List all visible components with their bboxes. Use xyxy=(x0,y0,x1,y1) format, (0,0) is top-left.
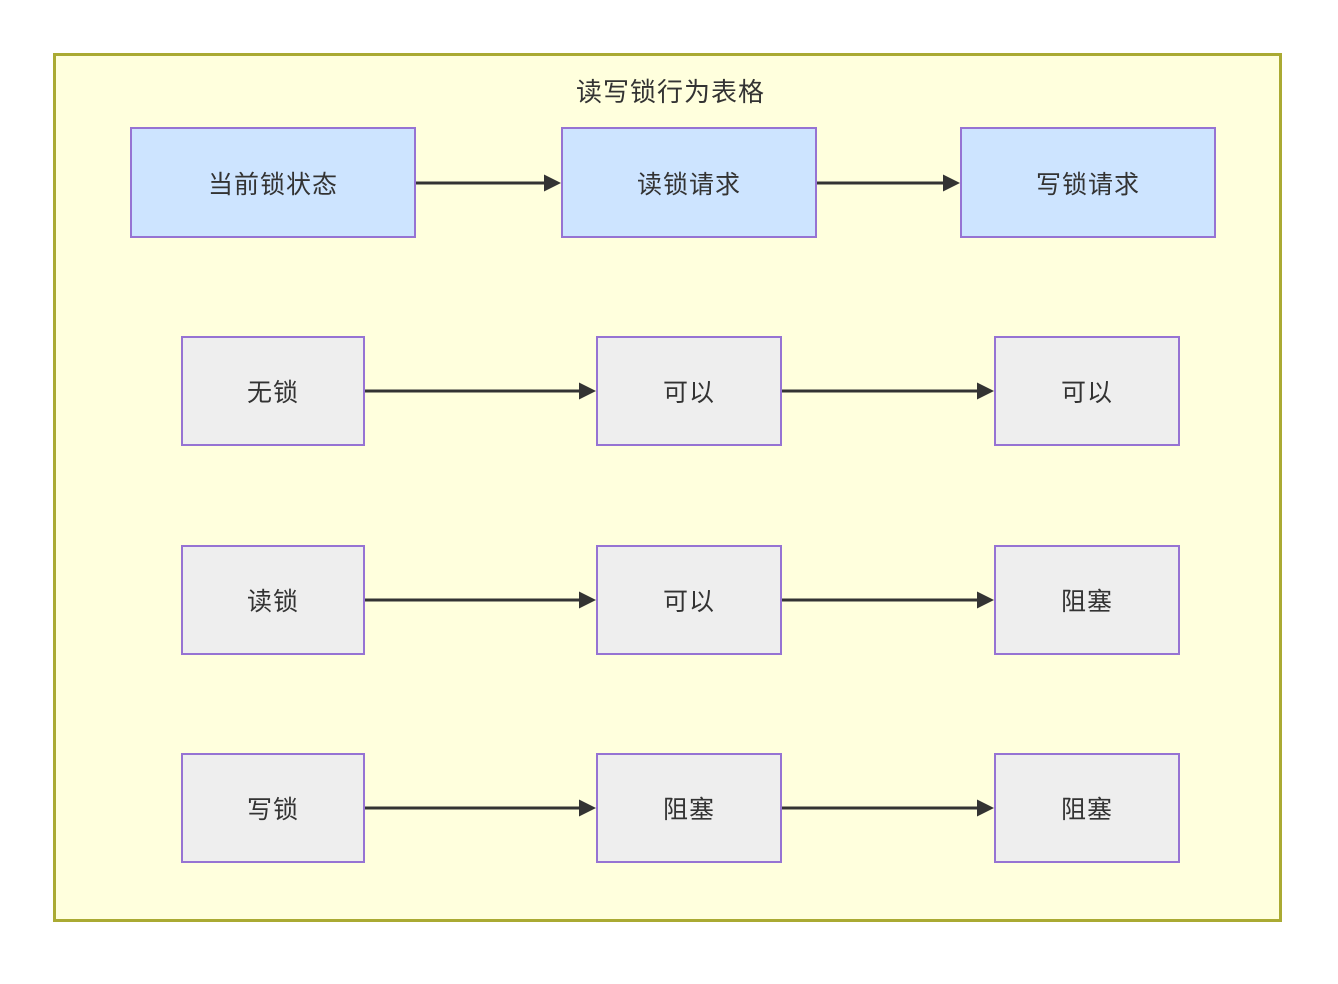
header-write-lock-request[interactable]: 写锁请求 xyxy=(960,127,1216,238)
arrow-header-1-to-2 xyxy=(416,171,561,195)
header-label: 写锁请求 xyxy=(1035,170,1140,199)
arrow-row1-col2-to-col3 xyxy=(782,379,994,403)
cell-label: 可以 xyxy=(662,588,715,616)
cell-row1-col2[interactable]: 可以 xyxy=(596,336,782,446)
cell-row2-col2[interactable]: 可以 xyxy=(596,545,782,655)
arrow-header-2-to-3 xyxy=(817,171,960,195)
header-current-lock-state[interactable]: 当前锁状态 xyxy=(130,127,416,238)
header-label: 读锁请求 xyxy=(636,170,741,199)
header-label: 当前锁状态 xyxy=(207,170,338,199)
header-read-lock-request[interactable]: 读锁请求 xyxy=(561,127,817,238)
cell-label: 可以 xyxy=(1060,379,1113,407)
cell-label: 可以 xyxy=(662,379,715,407)
arrow-row3-col2-to-col3 xyxy=(782,796,994,820)
cell-label: 无锁 xyxy=(246,379,299,407)
cell-row3-col3[interactable]: 阻塞 xyxy=(994,753,1180,863)
cell-label: 阻塞 xyxy=(1060,796,1113,824)
cell-label: 阻塞 xyxy=(662,796,715,824)
cell-row3-col2[interactable]: 阻塞 xyxy=(596,753,782,863)
cell-row1-col1[interactable]: 无锁 xyxy=(181,336,365,446)
cell-label: 写锁 xyxy=(246,796,299,824)
cell-row2-col1[interactable]: 读锁 xyxy=(181,545,365,655)
arrow-row2-col1-to-col2 xyxy=(365,588,596,612)
arrow-row3-col1-to-col2 xyxy=(365,796,596,820)
cell-row2-col3[interactable]: 阻塞 xyxy=(994,545,1180,655)
page-title: 读写锁行为表格 xyxy=(575,77,765,107)
cell-label: 读锁 xyxy=(246,588,299,616)
cell-row3-col1[interactable]: 写锁 xyxy=(181,753,365,863)
arrow-row1-col1-to-col2 xyxy=(365,379,596,403)
cell-row1-col3[interactable]: 可以 xyxy=(994,336,1180,446)
diagram-frame: 读写锁行为表格 当前锁状态 读锁请求 写锁请求 无锁 xyxy=(53,53,1282,922)
arrow-row2-col2-to-col3 xyxy=(782,588,994,612)
cell-label: 阻塞 xyxy=(1060,588,1113,616)
